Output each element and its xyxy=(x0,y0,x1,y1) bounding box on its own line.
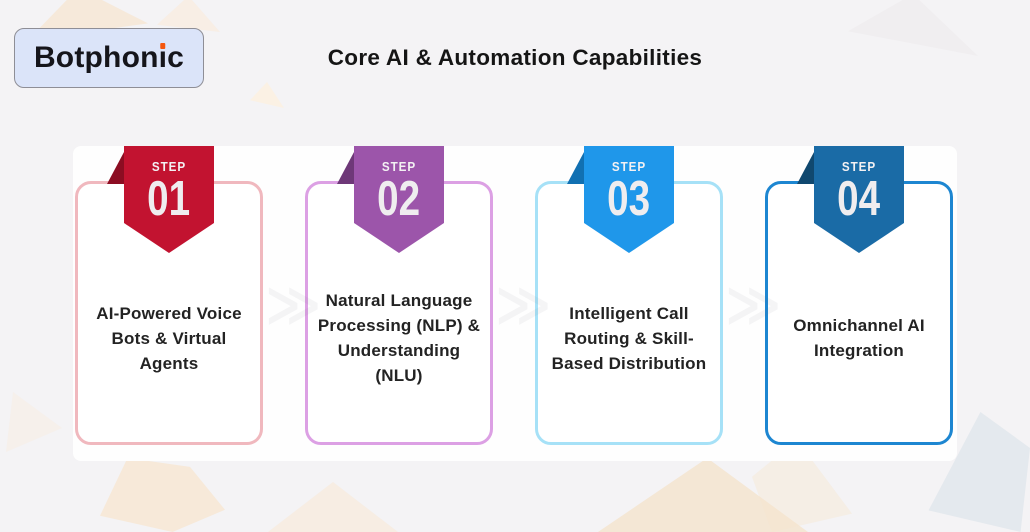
step-number: 01 xyxy=(147,170,191,226)
step-card-04: STEP 04 Omnichannel AI Integration xyxy=(765,146,953,445)
step-ribbon-badge: STEP 01 xyxy=(124,146,214,253)
decor-polygon xyxy=(100,458,225,532)
decor-triangle xyxy=(6,392,62,452)
step-number: 04 xyxy=(837,170,881,226)
page-title: Core AI & Automation Capabilities xyxy=(327,45,703,70)
step-card-01: STEP 01 AI-Powered Voice Bots & Virtual … xyxy=(75,146,263,445)
step-ribbon-badge: STEP 04 xyxy=(814,146,904,253)
decor-triangle xyxy=(250,82,284,108)
step-label: STEP xyxy=(611,159,647,174)
chevron-right-icon: ≫ xyxy=(495,273,552,336)
step-number: 03 xyxy=(607,170,651,226)
step-ribbon-badge: STEP 02 xyxy=(354,146,444,253)
decor-triangle xyxy=(268,482,398,532)
step-number: 02 xyxy=(377,170,421,226)
decor-triangle xyxy=(598,458,808,532)
step-card-title: Natural Language Processing (NLP) & Unde… xyxy=(317,291,481,385)
brand-text-before-i: Botphon xyxy=(33,41,159,74)
brand-text-after-i: c xyxy=(167,41,185,74)
step-card-02: STEP 02 Natural Language Processing (NLP… xyxy=(305,146,493,445)
step-card-title: Intelligent Call Routing & Skill-Based D… xyxy=(551,303,707,373)
brand-i-dot xyxy=(160,43,166,49)
step-label: STEP xyxy=(151,159,187,174)
step-label: STEP xyxy=(841,159,877,174)
chevron-right-icon: ≫ xyxy=(725,273,782,336)
chevron-right-icon: ≫ xyxy=(265,273,322,336)
step-cards-row: STEP 01 AI-Powered Voice Bots & Virtual … xyxy=(75,146,953,445)
brand-letter-i: ı xyxy=(158,41,168,74)
step-ribbon-badge: STEP 03 xyxy=(584,146,674,253)
step-card-title: Omnichannel AI Integration xyxy=(793,316,925,360)
step-card-03: STEP 03 Intelligent Call Routing & Skill… xyxy=(535,146,723,445)
step-label: STEP xyxy=(381,159,417,174)
step-card-title: AI-Powered Voice Bots & Virtual Agents xyxy=(96,303,242,373)
